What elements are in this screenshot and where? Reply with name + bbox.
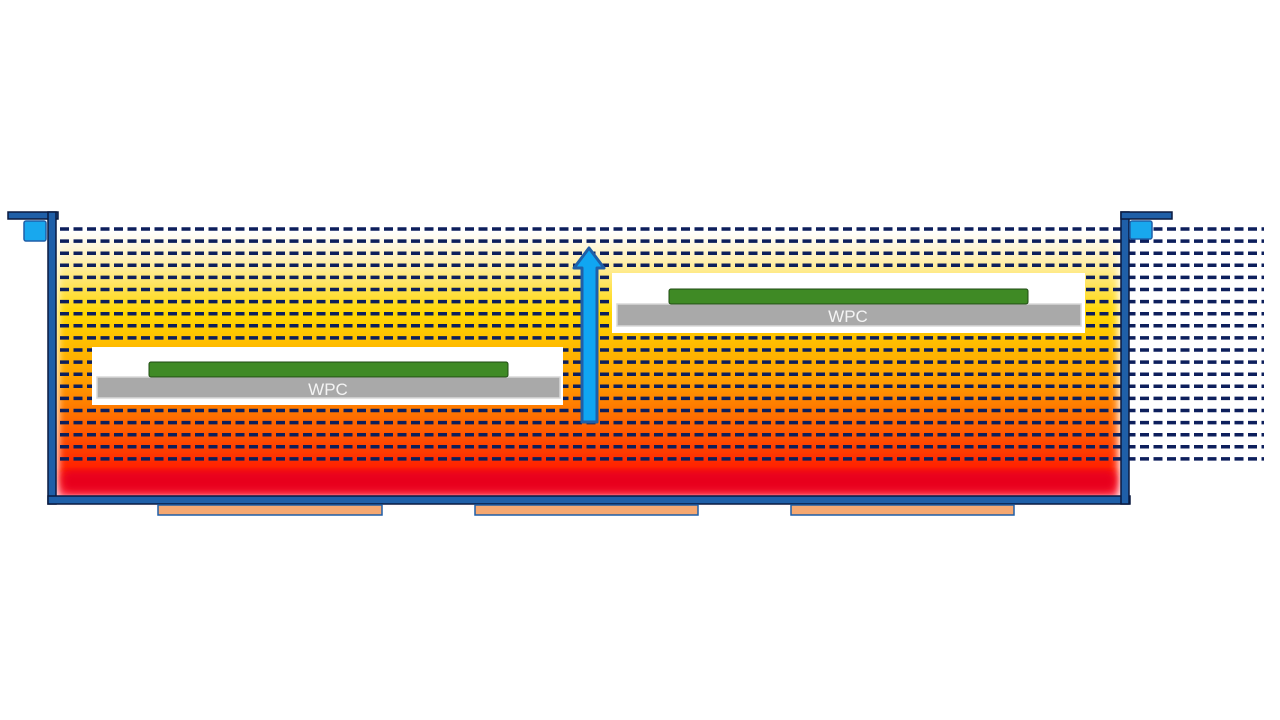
liquid-level-lines: [60, 227, 1264, 461]
green-component: [148, 361, 509, 378]
tank-right-wall: [1120, 211, 1130, 505]
board-right: WPC: [612, 273, 1085, 333]
board-left: WPC: [92, 347, 563, 405]
heating-zone-bar: [62, 470, 1116, 492]
wpc-label: WPC: [828, 307, 868, 326]
heaters: [157, 504, 1015, 516]
wpc-label: WPC: [308, 380, 348, 399]
heater-pad: [474, 504, 699, 516]
tank: [7, 211, 1173, 505]
green-component: [668, 288, 1029, 305]
tank-bottom: [47, 495, 1131, 505]
tank-left-wall: [47, 211, 57, 505]
tank-right-flange: [1120, 211, 1173, 220]
arrow-up-icon: [572, 246, 606, 424]
heater-pad: [157, 504, 383, 516]
left-sensor-square: [23, 220, 47, 242]
tank-left-flange: [7, 211, 59, 220]
right-sensor-square: [1129, 220, 1153, 240]
heater-pad: [790, 504, 1015, 516]
